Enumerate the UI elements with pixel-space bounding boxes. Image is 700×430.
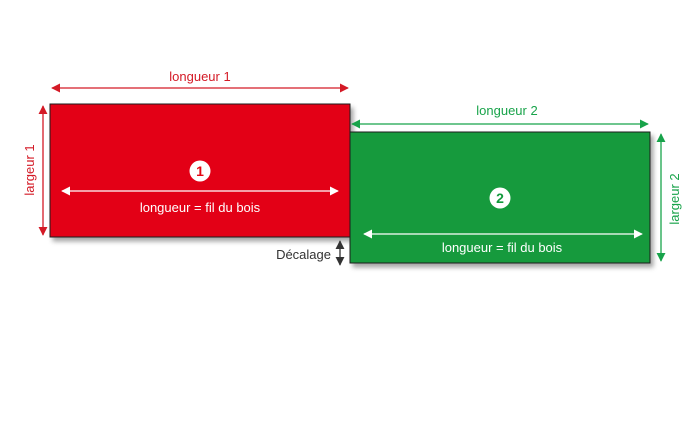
piece-2: 2 longueur = fil du bois [349, 131, 651, 264]
piece-1: 1 longueur = fil du bois [49, 103, 351, 238]
piece-2-grain-label: longueur = fil du bois [442, 240, 563, 255]
length-1-label: longueur 1 [169, 69, 230, 84]
piece-2-number-badge [489, 187, 511, 209]
piece-1-grain-label: longueur = fil du bois [140, 200, 261, 215]
piece-1-number-badge [189, 160, 211, 182]
piece-1-number: 1 [196, 163, 204, 179]
length-1-dimension: longueur 1 [51, 69, 349, 93]
offset-dimension: Décalage [276, 240, 345, 266]
width-1-dimension: largeur 1 [22, 105, 48, 236]
length-2-dimension: longueur 2 [351, 103, 649, 129]
width-2-label: largeur 2 [667, 173, 682, 224]
length-2-label: longueur 2 [476, 103, 537, 118]
width-1-label: largeur 1 [22, 144, 37, 195]
width-2-dimension: largeur 2 [656, 133, 682, 262]
offset-label: Décalage [276, 247, 331, 262]
piece-2-number: 2 [496, 190, 504, 206]
